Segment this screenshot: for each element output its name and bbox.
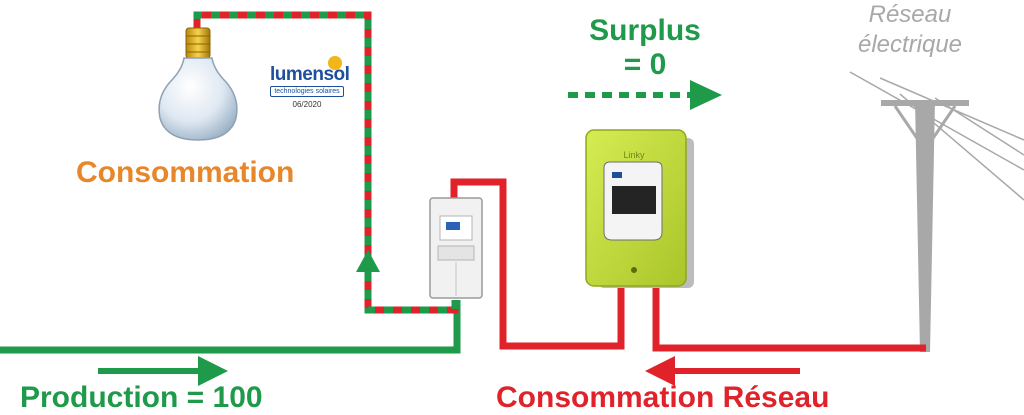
linky-meter-icon: Linky xyxy=(585,129,694,288)
grid-label-line1: Réseau xyxy=(868,1,952,28)
production-wire xyxy=(0,300,461,354)
surplus-value: = 0 xyxy=(623,48,667,81)
reseau-consommation-label: Consommation Réseau xyxy=(496,381,830,414)
sun-icon xyxy=(328,56,342,70)
consommation-label: Consommation xyxy=(76,156,295,189)
surplus-title: Surplus xyxy=(589,14,701,47)
consommation-wire xyxy=(193,11,459,314)
reseau-arrow xyxy=(645,356,800,386)
svg-text:Linky: Linky xyxy=(623,150,645,160)
production-label: Production = 100 xyxy=(20,381,263,414)
breaker-panel-icon xyxy=(429,197,483,299)
lightbulb-icon xyxy=(158,27,238,141)
production-arrow xyxy=(98,356,228,386)
brand-tagline: technologies solaires xyxy=(270,86,344,97)
surplus-label: Surplus = 0 xyxy=(580,14,710,82)
power-pole-icon xyxy=(849,71,1024,352)
surplus-arrow xyxy=(568,80,722,110)
grid-label-line2: électrique xyxy=(857,31,963,58)
reseau-wire xyxy=(450,178,926,352)
grid-label: Réseau électrique xyxy=(842,0,978,60)
brand-name: lumensol xyxy=(270,64,350,85)
lumensol-logo: lumensol technologies solaires 06/2020 xyxy=(270,56,350,109)
brand-date: 06/2020 xyxy=(292,100,322,109)
